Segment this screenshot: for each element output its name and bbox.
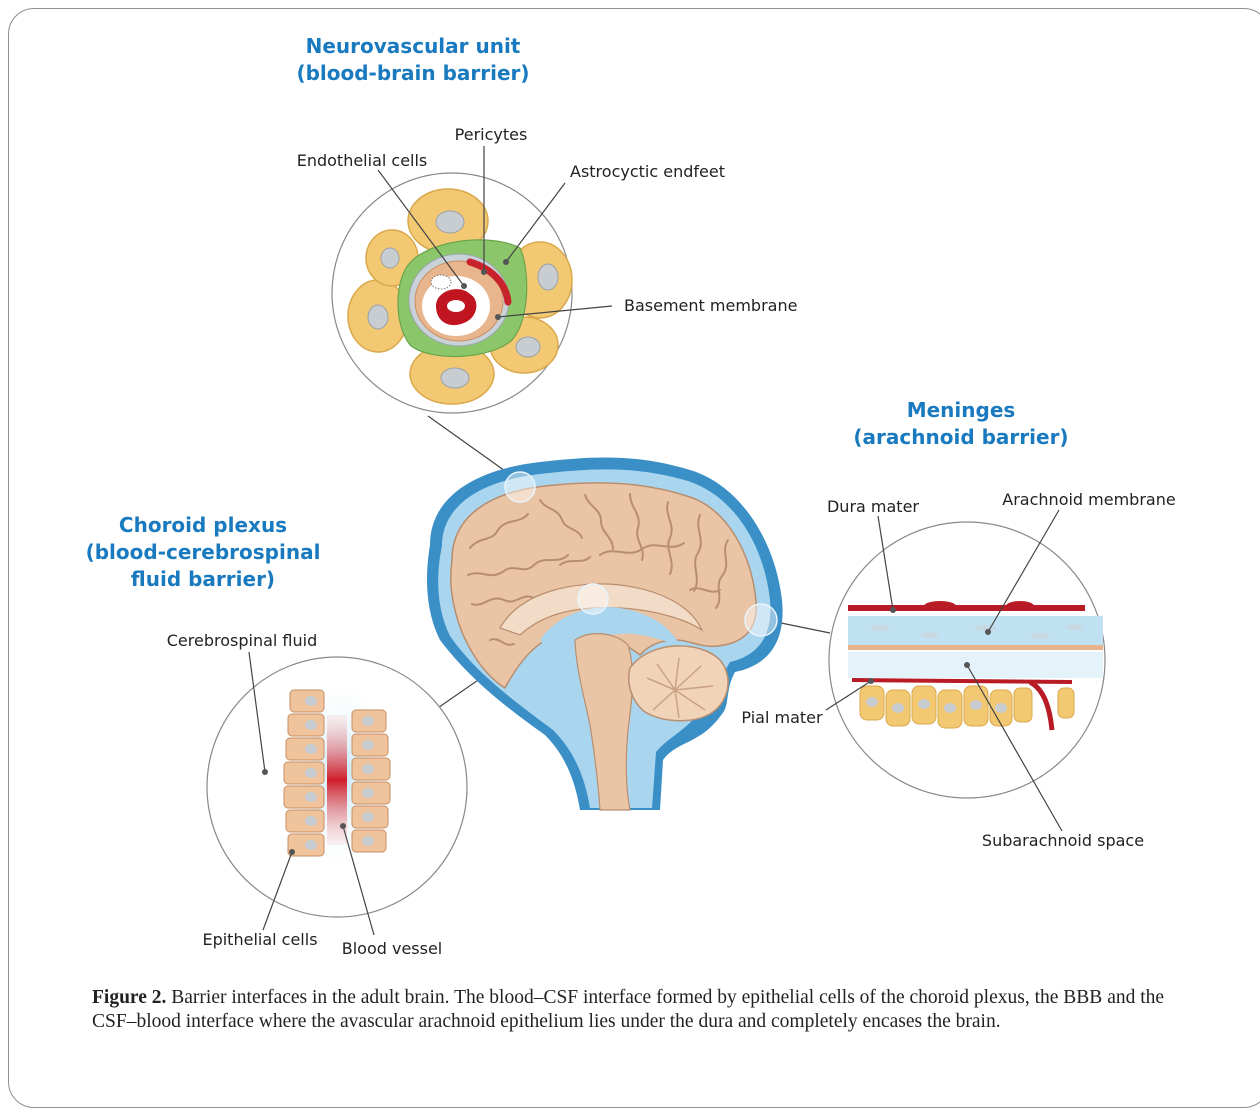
svg-text:Meninges: Meninges xyxy=(907,398,1016,422)
nvu-title: Neurovascular unit (blood-brain barrier) xyxy=(296,34,529,85)
brain-illustration xyxy=(427,457,783,810)
choroid-title: Choroid plexus (blood-cerebrospinal flui… xyxy=(86,513,321,591)
label-pericytes: Pericytes xyxy=(455,125,528,144)
label-blood-vessel: Blood vessel xyxy=(342,939,443,958)
barrier-diagram: Neurovascular unit (blood-brain barrier)… xyxy=(0,0,1260,1077)
label-astrocytic-endfeet: Astrocyctic endfeet xyxy=(570,162,725,181)
label-subarachnoid-space: Subarachnoid space xyxy=(982,831,1144,850)
nvu-inset xyxy=(332,173,572,413)
svg-text:(blood-cerebrospinal: (blood-cerebrospinal xyxy=(86,540,321,564)
label-epithelial-cells: Epithelial cells xyxy=(202,930,317,949)
svg-text:(blood-brain barrier): (blood-brain barrier) xyxy=(296,61,529,85)
svg-text:Neurovascular unit: Neurovascular unit xyxy=(306,34,521,58)
svg-text:Choroid plexus: Choroid plexus xyxy=(119,513,287,537)
meninges-inset xyxy=(829,522,1105,798)
label-basement-membrane: Basement membrane xyxy=(624,296,797,315)
meninges-title: Meninges (arachnoid barrier) xyxy=(853,398,1068,449)
label-pial-mater: Pial mater xyxy=(741,708,823,727)
svg-text:(arachnoid barrier): (arachnoid barrier) xyxy=(853,425,1068,449)
label-endothelial-cells: Endothelial cells xyxy=(297,151,428,170)
choroid-inset xyxy=(207,657,467,917)
label-cerebrospinal-fluid: Cerebrospinal fluid xyxy=(167,631,318,650)
label-dura-mater: Dura mater xyxy=(827,497,919,516)
caption-label: Figure 2. xyxy=(92,987,166,1008)
label-arachnoid-membrane: Arachnoid membrane xyxy=(1002,490,1175,509)
svg-text:fluid barrier): fluid barrier) xyxy=(131,567,275,591)
figure-caption: Figure 2. Barrier interfaces in the adul… xyxy=(92,986,1202,1034)
caption-text: Barrier interfaces in the adult brain. T… xyxy=(92,987,1164,1032)
